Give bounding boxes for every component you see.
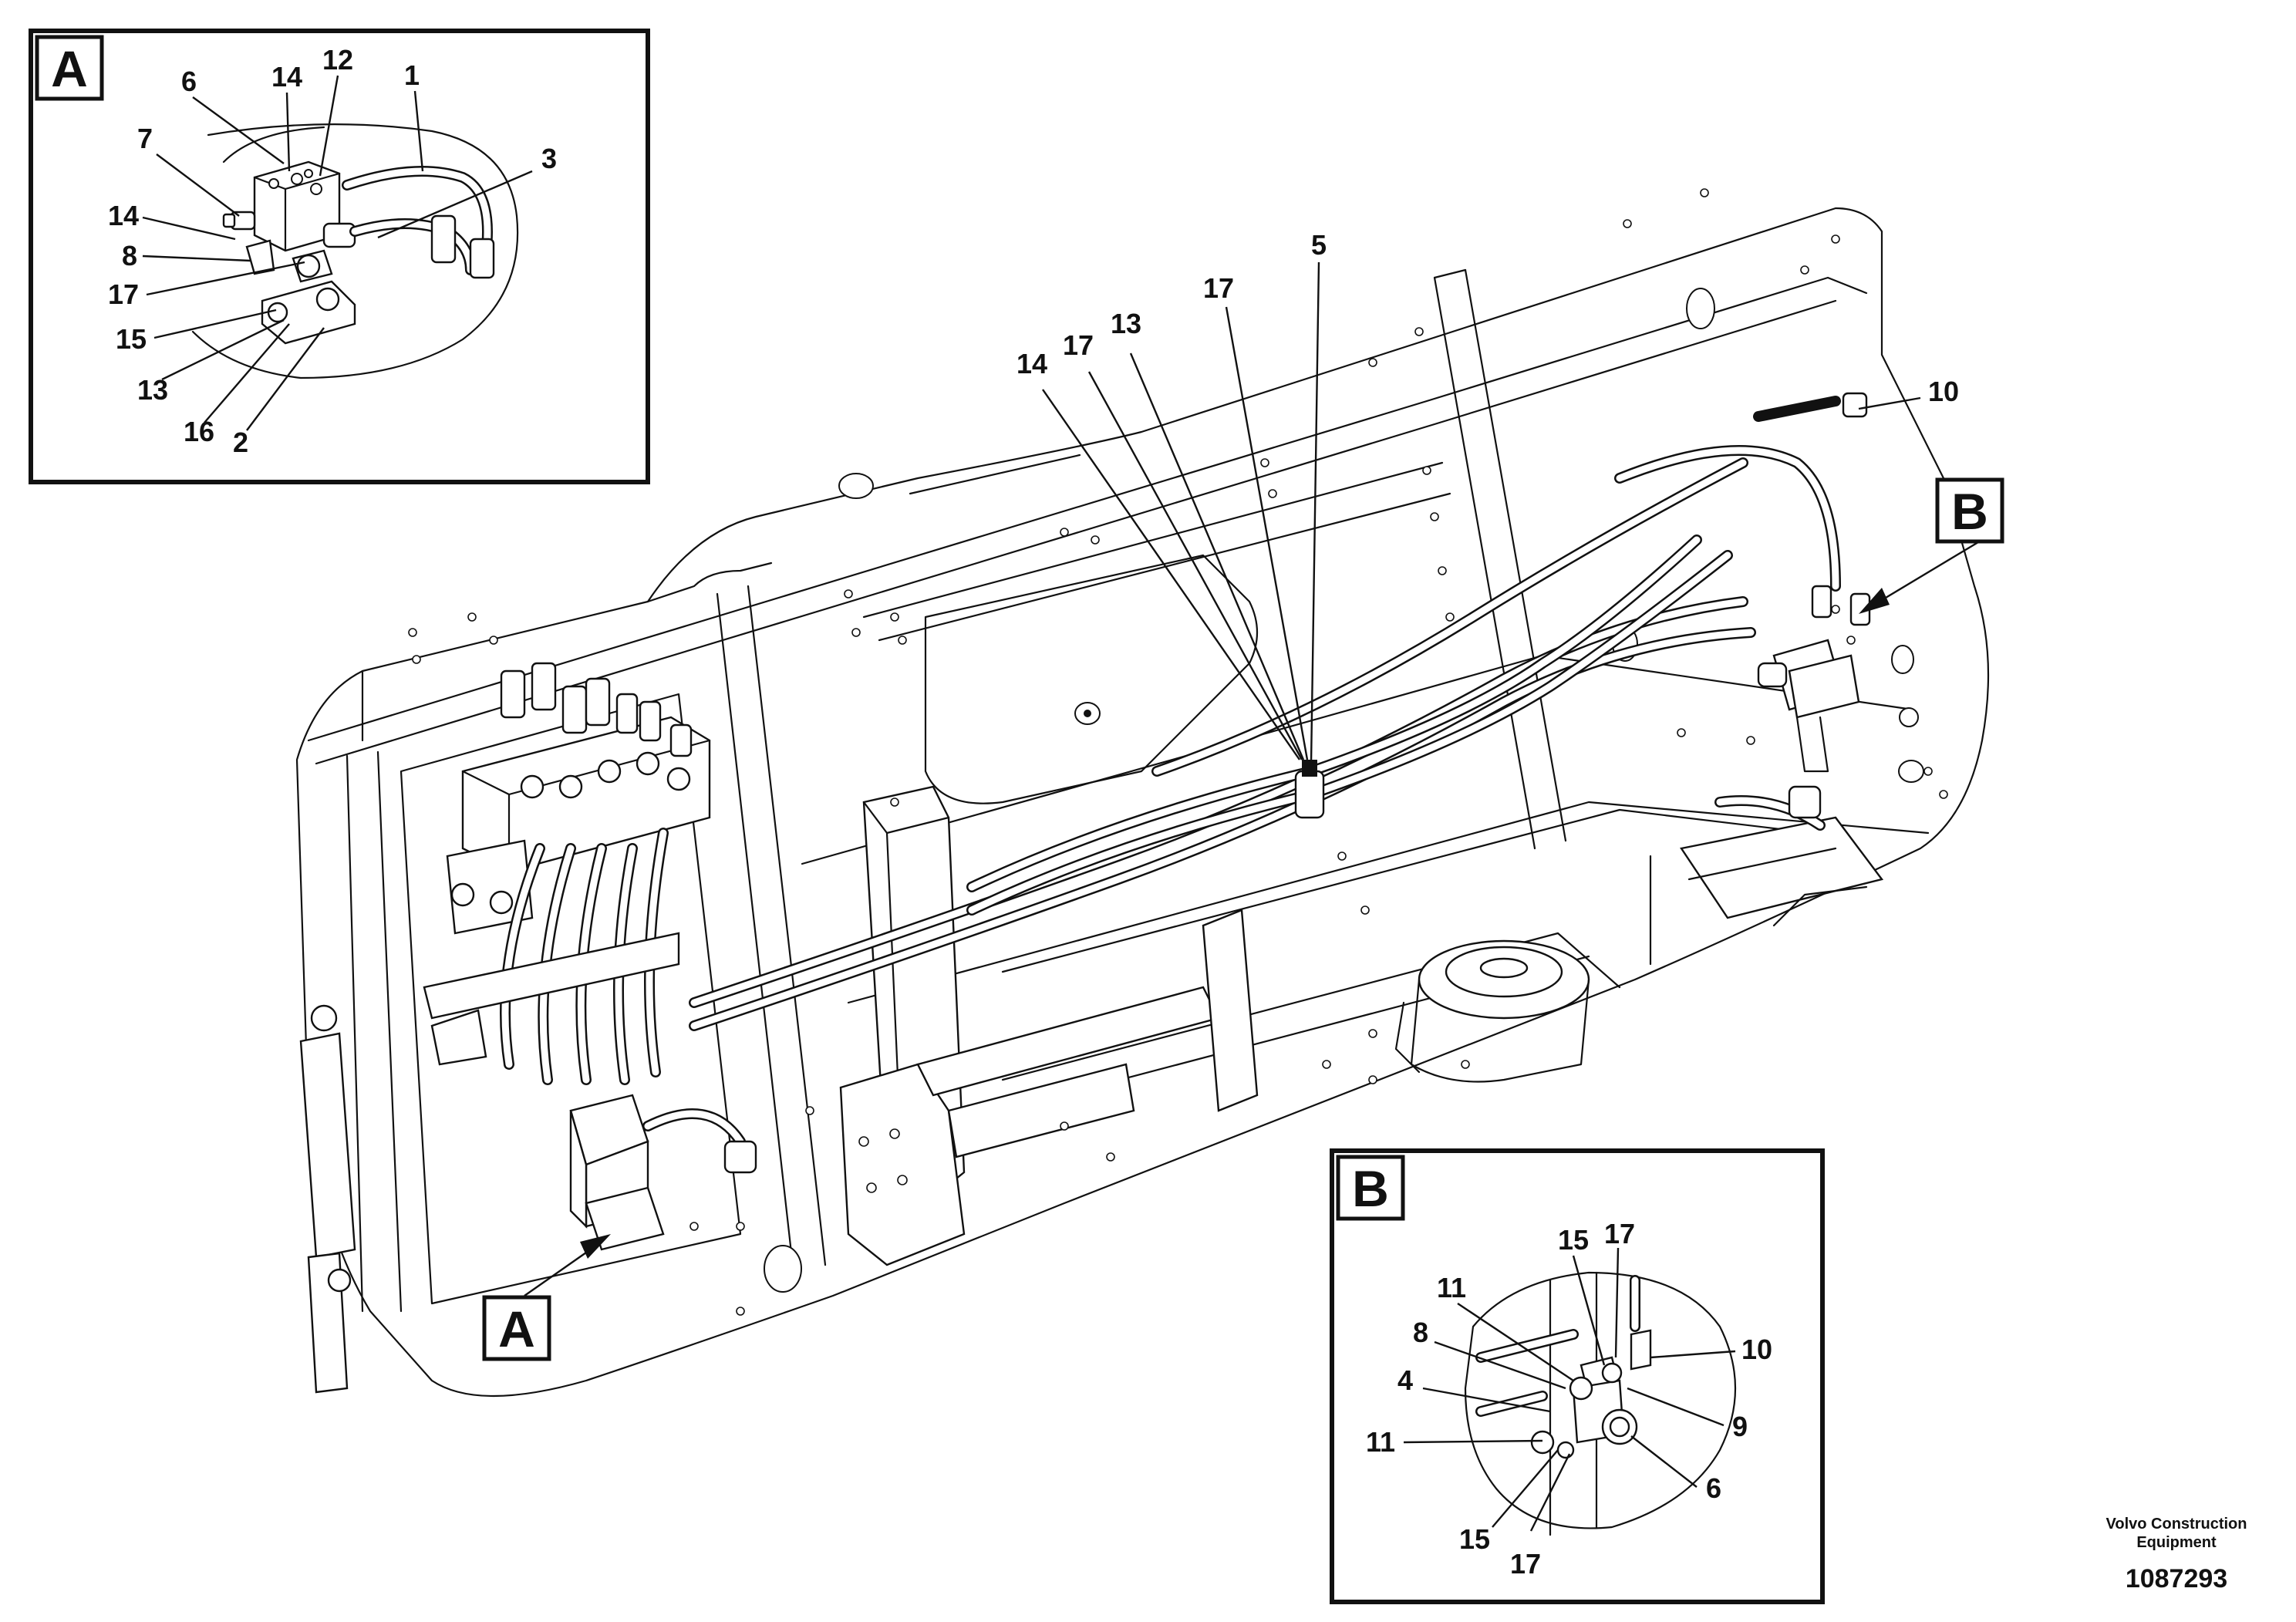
callout-a-14-top: 14	[271, 61, 302, 93]
callout-a-8: 8	[122, 240, 137, 271]
hose-run	[689, 396, 1841, 1031]
callout-b-11-top: 11	[1437, 1272, 1466, 1303]
main-tag-a-box	[482, 1295, 551, 1361]
callout-a-3: 3	[541, 143, 557, 174]
detail-a-tag: A	[51, 40, 88, 97]
callout-b-6: 6	[1706, 1472, 1721, 1504]
detail-a-inset: A	[29, 29, 650, 484]
callout-a-16: 16	[184, 416, 214, 447]
callout-b-10: 10	[1741, 1334, 1772, 1365]
document-number: 1087293	[2126, 1564, 2227, 1593]
callout-a-15: 15	[116, 323, 147, 355]
callout-b-15-bottom: 15	[1459, 1523, 1490, 1555]
callout-b-17-bottom: 17	[1510, 1548, 1541, 1580]
main-tag-b-box	[1935, 477, 2004, 544]
callout-a-7: 7	[137, 123, 153, 154]
detail-a-tag-box	[35, 35, 104, 101]
main-tag-b: B	[1951, 483, 1988, 540]
left-cylinder	[299, 1004, 356, 1394]
detail-b-tag: B	[1352, 1160, 1389, 1217]
callout-b-4: 4	[1397, 1364, 1413, 1396]
callout-a-12: 12	[322, 44, 353, 76]
footer: Volvo Construction Equipment 1087293	[2106, 1516, 2247, 1593]
main-callouts: 5 17 13 17 14 10 B A	[482, 229, 2004, 1361]
maker-line-2: Equipment	[2136, 1534, 2217, 1551]
callout-b-15-top: 15	[1558, 1224, 1589, 1256]
maker-line-1: Volvo Construction	[2106, 1516, 2247, 1533]
control-valve-block	[423, 662, 711, 1085]
main-callout-13: 13	[1111, 308, 1141, 339]
valve-a-position	[569, 1094, 757, 1251]
main-callout-17-lower: 17	[1063, 329, 1094, 361]
main-callout-10: 10	[1928, 376, 1959, 407]
right-valve-block	[1757, 392, 1871, 773]
callout-a-17: 17	[108, 278, 139, 310]
callout-b-17-top: 17	[1604, 1218, 1635, 1249]
callout-a-13: 13	[137, 374, 168, 406]
main-tag-a: A	[498, 1300, 535, 1357]
callout-a-6: 6	[181, 66, 197, 97]
detail-b-inset: B 15 17 11 10	[1330, 1148, 1825, 1604]
main-callout-14: 14	[1017, 348, 1047, 379]
callout-b-8: 8	[1413, 1317, 1428, 1348]
main-callout-17-upper: 17	[1203, 272, 1234, 304]
callout-a-1: 1	[404, 59, 420, 91]
callout-b-11-bottom: 11	[1366, 1426, 1395, 1458]
callout-b-9: 9	[1732, 1411, 1748, 1442]
callout-a-14-left: 14	[108, 200, 139, 231]
main-callout-5: 5	[1311, 229, 1327, 261]
main-frame-drawing	[295, 188, 1990, 1398]
callout-a-2: 2	[233, 427, 248, 458]
detail-b-tag-box	[1336, 1155, 1405, 1221]
